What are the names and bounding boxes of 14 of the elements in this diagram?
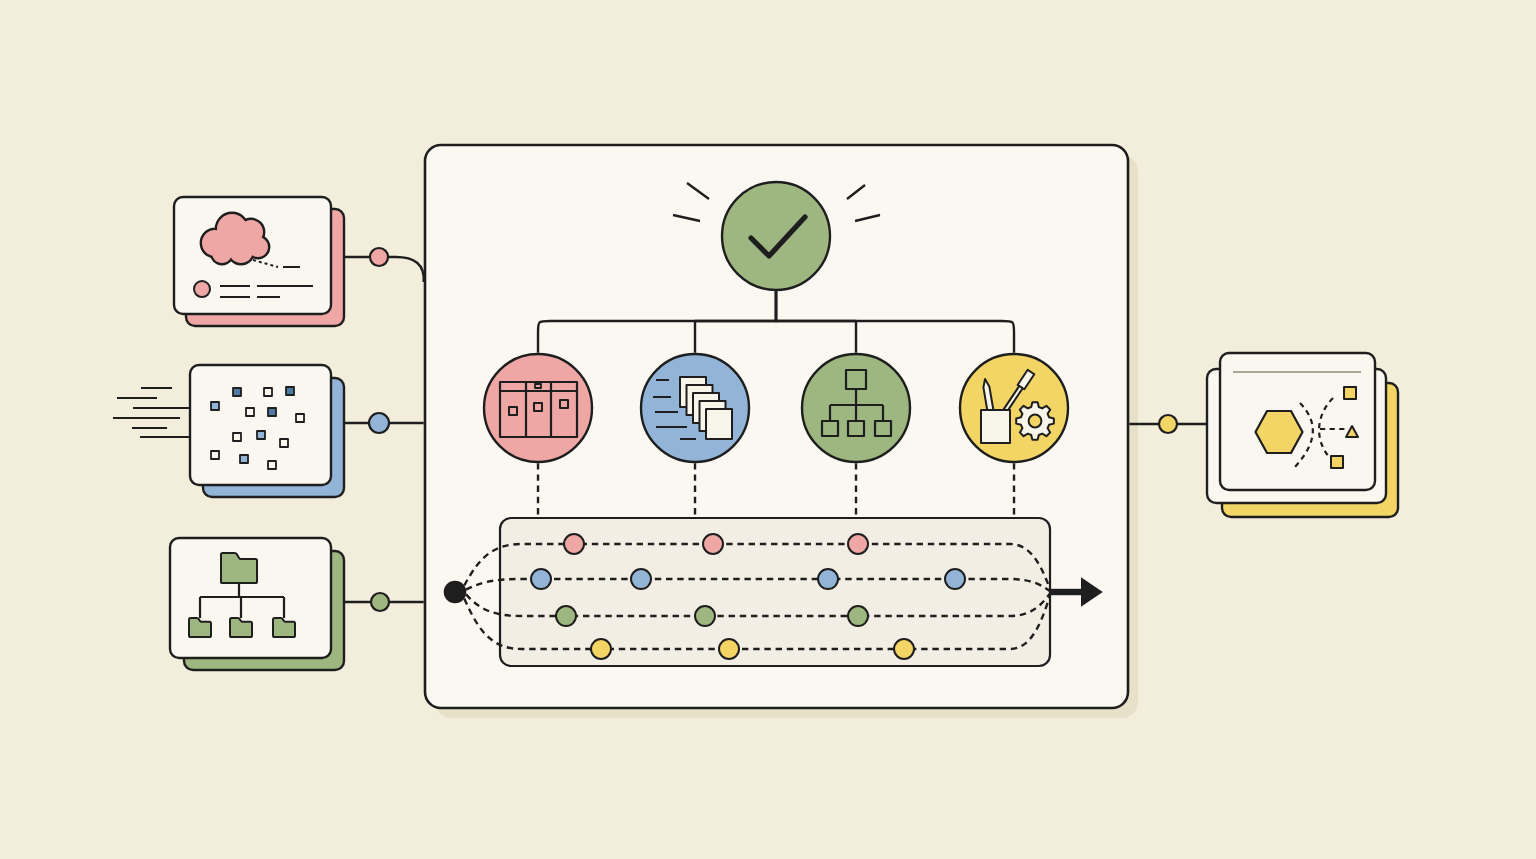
- dashed-line: [536, 463, 540, 517]
- icon-circle: [482, 352, 594, 464]
- connector-line: [1129, 422, 1207, 426]
- card-stack: [188, 363, 346, 499]
- connector-line: [344, 600, 424, 604]
- dashed-lanes: [463, 542, 1053, 651]
- icon-circle: [800, 352, 912, 464]
- pipeline-box: [498, 516, 1052, 668]
- dashed-line: [1012, 463, 1016, 517]
- start-dot: [443, 580, 467, 604]
- tree-connector: [774, 291, 1016, 353]
- dashed-line: [854, 463, 858, 517]
- dashed-line: [693, 463, 697, 517]
- status-circle: [720, 180, 832, 292]
